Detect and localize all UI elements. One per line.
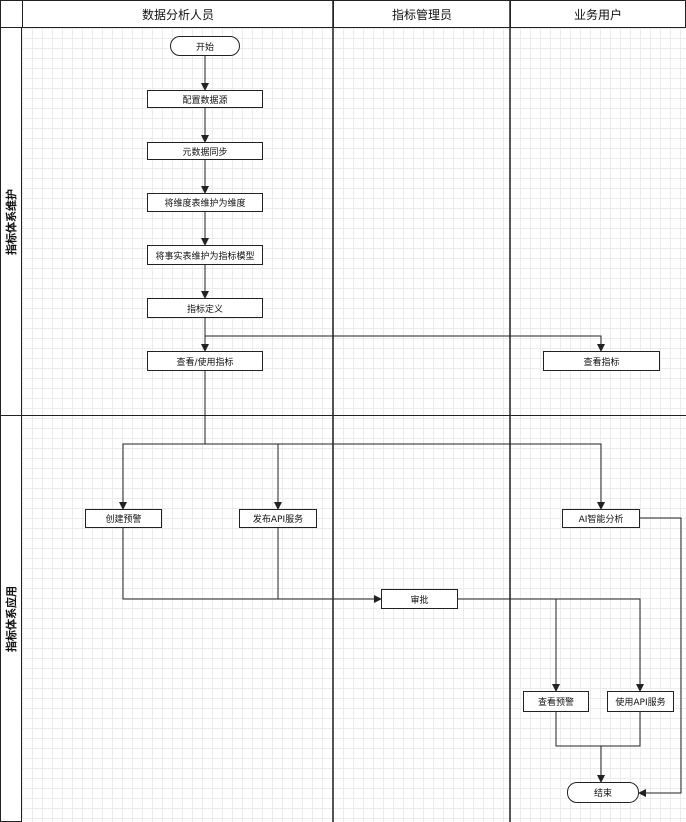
end-node[interactable]: 结束 <box>567 782 639 803</box>
start-node[interactable]: 开始 <box>170 36 240 56</box>
use-api-node[interactable]: 使用API服务 <box>607 691 674 712</box>
view-alert-node[interactable]: 查看预警 <box>523 691 589 712</box>
create-alert-node[interactable]: 创建预警 <box>85 509 162 528</box>
corner-cell <box>0 0 23 28</box>
ai-analysis-node[interactable]: AI智能分析 <box>562 509 640 528</box>
config-source-node[interactable]: 配置数据源 <box>147 90 263 108</box>
lane-bg-analyst <box>22 28 333 822</box>
view-metric-node[interactable]: 查看指标 <box>543 351 660 371</box>
fact-table-node[interactable]: 将事实表维护为指标模型 <box>147 245 263 265</box>
lane-bg-admin <box>333 28 510 822</box>
band-label-application: 指标体系应用 <box>0 415 22 822</box>
dim-table-node[interactable]: 将维度表维护为维度 <box>147 193 263 212</box>
lane-header-business: 业务用户 <box>510 0 686 28</box>
metric-def-node[interactable]: 指标定义 <box>147 298 263 318</box>
band-label-maintenance: 指标体系维护 <box>0 27 22 416</box>
approve-node[interactable]: 审批 <box>381 589 458 609</box>
band-label-maintenance-text: 指标体系维护 <box>5 188 18 255</box>
meta-sync-node[interactable]: 元数据同步 <box>147 142 263 160</box>
band-label-application-text: 指标体系应用 <box>5 585 18 652</box>
view-use-metric-node[interactable]: 查看/使用指标 <box>147 351 263 371</box>
publish-api-node[interactable]: 发布API服务 <box>239 509 317 528</box>
lane-header-admin: 指标管理员 <box>333 0 511 28</box>
lane-header-analyst: 数据分析人员 <box>22 0 334 28</box>
